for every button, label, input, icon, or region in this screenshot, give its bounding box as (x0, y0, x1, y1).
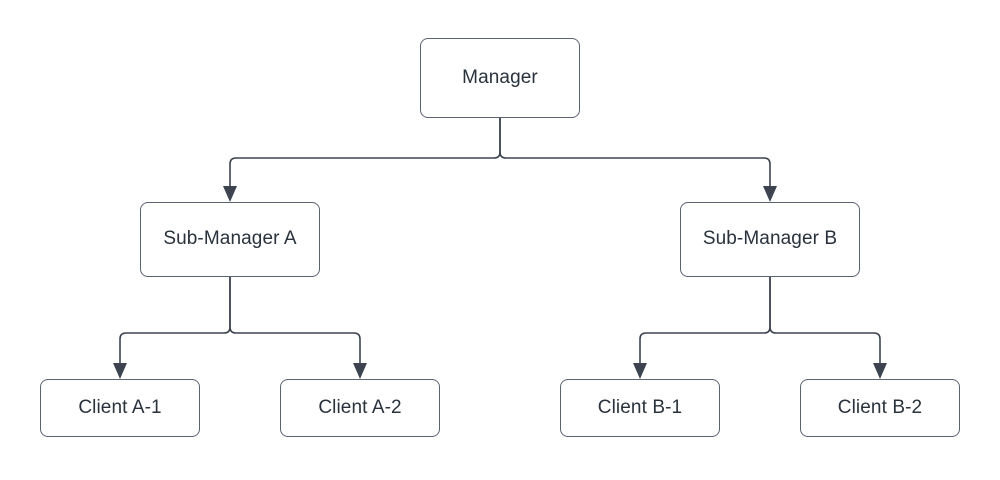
arrowhead-sub-manager-b (763, 186, 777, 202)
node-client-b-2-label: Client B-2 (837, 396, 923, 418)
arrowhead-client-a-2 (353, 363, 367, 379)
node-manager-label: Manager (462, 66, 538, 88)
arrowhead-client-b-2 (873, 363, 887, 379)
node-client-b-1[interactable]: Client B-1 (560, 379, 720, 437)
edge-sub-manager-a-to-client-a-1 (119, 277, 231, 365)
edge-sub-manager-a-to-client-a-2 (229, 277, 361, 365)
node-client-a-2-label: Client A-2 (318, 396, 402, 418)
node-sub-manager-a[interactable]: Sub-Manager A (140, 202, 320, 277)
edge-sub-manager-b-to-client-b-1 (639, 277, 771, 365)
node-client-b-1-label: Client B-1 (597, 396, 683, 418)
node-sub-manager-b-label: Sub-Manager B (702, 228, 838, 250)
node-sub-manager-a-label: Sub-Manager A (163, 228, 297, 250)
node-sub-manager-b[interactable]: Sub-Manager B (680, 202, 860, 277)
arrowhead-sub-manager-a (223, 186, 237, 202)
node-manager[interactable]: Manager (420, 38, 580, 118)
arrowhead-client-b-1 (633, 363, 647, 379)
node-client-a-1-label: Client A-1 (78, 396, 162, 418)
edge-manager-to-sub-manager-a (229, 118, 501, 188)
node-client-a-2[interactable]: Client A-2 (280, 379, 440, 437)
edge-sub-manager-b-to-client-b-2 (769, 277, 881, 365)
node-client-b-2[interactable]: Client B-2 (800, 379, 960, 437)
arrowhead-client-a-1 (113, 363, 127, 379)
node-client-a-1[interactable]: Client A-1 (40, 379, 200, 437)
edge-manager-to-sub-manager-b (499, 118, 771, 188)
